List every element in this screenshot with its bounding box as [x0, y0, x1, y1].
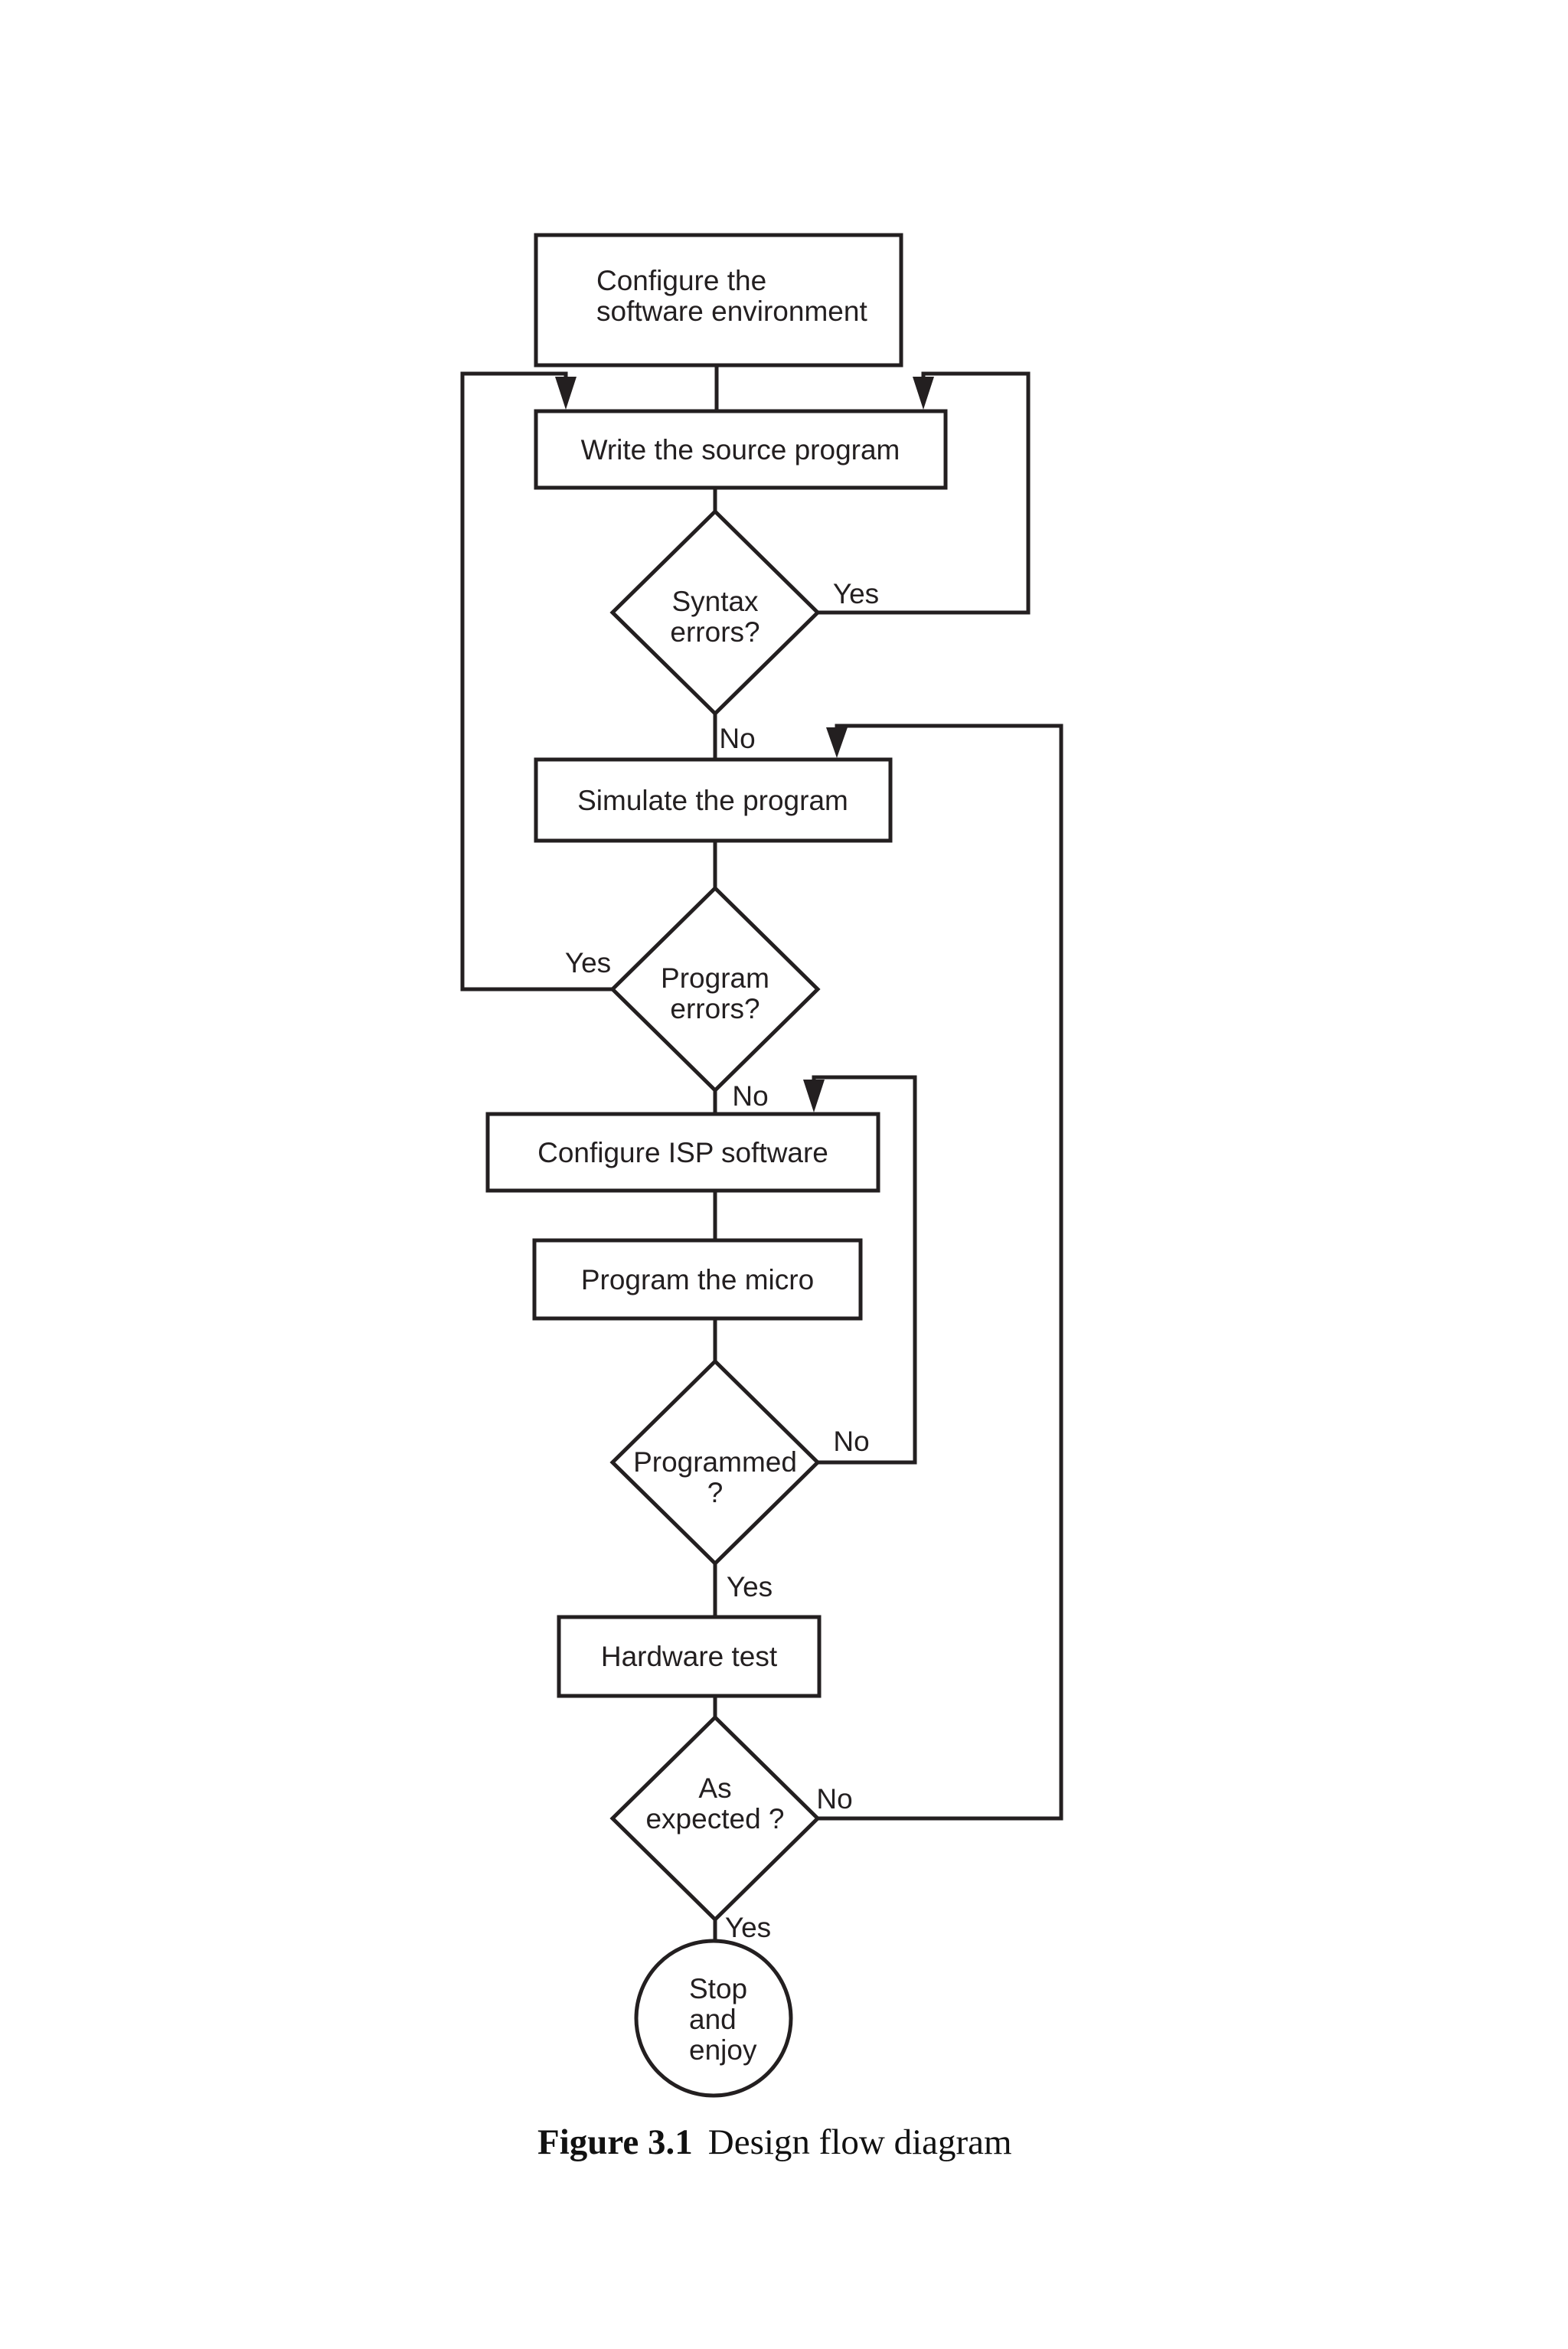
edge-labels: Yes No Yes No No Yes No Yes [565, 578, 879, 1943]
label-hardware-test: Hardware test [601, 1641, 778, 1672]
edge-label-program-errors-yes: Yes [565, 947, 611, 978]
loop-program-errors-yes [460, 371, 612, 992]
label-configure-isp-software: Configure ISP software [537, 1137, 828, 1168]
edge-label-as-expected-yes: Yes [725, 1912, 771, 1943]
arrowhead-into-write-left-icon [555, 377, 577, 410]
figure-caption-number: Figure 3.1 [537, 2122, 693, 2162]
edge-label-programmed-no: No [833, 1426, 869, 1457]
label-programmed-line2: ? [707, 1477, 724, 1508]
label-program-errors-line2: errors? [670, 993, 760, 1024]
node-labels: Configure the software environment Write… [537, 265, 900, 2066]
node-programmed-decision [609, 1358, 821, 1567]
node-hardware-test [557, 1615, 822, 1698]
label-simulate-program: Simulate the program [577, 785, 848, 816]
label-stop-line1: Stop [689, 1973, 747, 2004]
label-stop-line3: enjoy [689, 2034, 757, 2066]
node-syntax-errors-decision [609, 508, 821, 717]
label-syntax-errors-line2: errors? [670, 616, 760, 648]
label-programmed-line1: Programmed [633, 1446, 797, 1478]
node-program-errors-decision [609, 885, 821, 1093]
loop-programmed-no [812, 1075, 917, 1465]
arrowhead-into-write-right-icon [913, 377, 934, 410]
edges [460, 365, 1063, 1942]
label-configure-environment-line2: software environment [596, 296, 867, 327]
label-configure-environment-line1: Configure the [596, 265, 766, 296]
figure-caption-title: Design flow diagram [708, 2122, 1012, 2162]
label-program-errors-line1: Program [661, 962, 769, 994]
label-as-expected-line2: expected ? [645, 1803, 784, 1834]
figure-caption: Figure 3.1 Design flow diagram [537, 2122, 1012, 2162]
node-configure-isp-software [485, 1112, 880, 1193]
edge-label-as-expected-no: No [816, 1783, 852, 1815]
edge-label-programmed-yes: Yes [727, 1571, 773, 1602]
nodes [485, 233, 948, 2098]
edge-label-program-errors-no: No [732, 1080, 768, 1112]
loop-syntax-yes [818, 371, 1031, 615]
label-stop-line2: and [689, 2004, 737, 2035]
edge-label-syntax-yes: Yes [833, 578, 879, 609]
node-simulate-program [534, 757, 893, 843]
node-program-the-micro [532, 1238, 863, 1321]
label-as-expected-line1: As [698, 1772, 731, 1804]
node-configure-environment [534, 233, 903, 368]
label-program-the-micro: Program the micro [581, 1264, 814, 1295]
label-write-source-program: Write the source program [581, 434, 900, 466]
node-stop-and-enjoy [634, 1939, 793, 2098]
label-syntax-errors-line1: Syntax [671, 586, 759, 617]
arrowhead-into-isp-icon [803, 1080, 825, 1112]
node-write-source-program [534, 409, 948, 490]
arrowhead-into-simulate-icon [826, 727, 848, 758]
edge-label-syntax-no: No [719, 723, 755, 754]
node-as-expected-decision [609, 1714, 821, 1923]
